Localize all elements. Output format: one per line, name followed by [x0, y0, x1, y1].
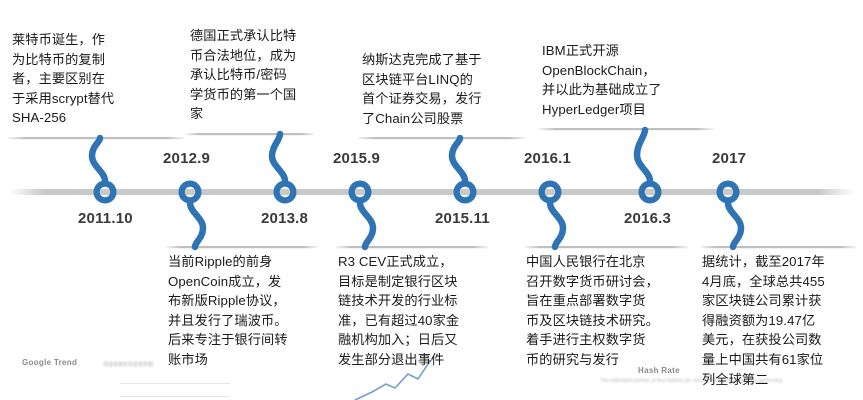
card-separator-top-4 — [538, 128, 714, 131]
hash-rate-caption: The estimated number of tera hashes per … — [600, 378, 783, 384]
google-trend-watermark: Google Trend — [22, 358, 78, 367]
milestone-card-2015-11: 纳斯达克完成了基于 区块链平台LINQ的 首个证券交易，发行 了Chain公司股… — [362, 52, 482, 126]
node-marker-2015-11[interactable] — [453, 180, 477, 204]
milestone-card-2011-10: 莱特币诞生，作 为比特币的复制 者，主要区别在 于采用scrypt替代 SHA-… — [12, 32, 115, 126]
timeline-rail — [10, 189, 853, 195]
node-marker-2016-3[interactable] — [638, 180, 662, 204]
node-marker-2013-8[interactable] — [273, 180, 297, 204]
hash-rate-watermark: Hash Rate — [638, 366, 680, 375]
milestone-card-2015-9: R3 CEV正式成立， 目标是制定银行区块 链技术开发的行业标 准，已有超过40… — [338, 254, 460, 367]
connector-2012-9 — [186, 199, 207, 251]
card-separator-top-1 — [8, 137, 184, 140]
date-label-2015-11: 2015.11 — [435, 210, 490, 227]
date-label-2011-10: 2011.10 — [78, 210, 133, 227]
milestone-card-2016-3: IBM正式开源 OpenBlockChain， 并以此为基础成立了 HyperL… — [542, 43, 662, 117]
card-separator-bot-3 — [524, 246, 688, 249]
milestone-card-2016-1: 中国人民银行在北京 召开数字货币研讨会， 旨在重点部署数字货 币及区块链技术研究… — [526, 254, 659, 367]
connector-2016-3 — [633, 126, 654, 185]
date-label-2016-1: 2016.1 — [524, 150, 572, 167]
connector-2016-1 — [546, 199, 567, 251]
google-trend-gridline-2 — [120, 396, 230, 397]
connector-2015-9 — [356, 199, 377, 251]
node-marker-2017[interactable] — [716, 180, 740, 204]
milestone-card-2017: 据统计，截至2017年 4月底，全球总共455 家区块链公司累计获 得融资额为1… — [702, 254, 825, 387]
node-marker-2015-9[interactable] — [348, 180, 372, 204]
date-label-2012-9: 2012.9 — [163, 150, 211, 167]
date-label-2017: 2017 — [712, 150, 747, 167]
node-marker-2011-10[interactable] — [93, 180, 117, 204]
connector-2017 — [724, 199, 745, 251]
connector-2015-11 — [448, 134, 469, 185]
google-trend-caption: 网络搜索的热度趋势图 — [103, 362, 154, 368]
card-separator-bot-1 — [166, 246, 318, 249]
node-marker-2016-1[interactable] — [538, 180, 562, 204]
date-label-2015-9: 2015.9 — [333, 150, 381, 167]
milestone-card-2013-8: 德国正式承认比特 币合法地位，成为 承认比特币/密码 学货币的第一个国 家 — [190, 28, 297, 122]
milestone-card-2012-9: 当前Ripple的前身 OpenCoin成立，发 布新版Ripple协议， 并且… — [168, 254, 288, 367]
node-marker-2012-9[interactable] — [178, 180, 202, 204]
date-label-2013-8: 2013.8 — [261, 210, 309, 227]
date-label-2016-3: 2016.3 — [624, 210, 672, 227]
card-separator-bot-2 — [336, 246, 488, 249]
connector-2013-8 — [268, 130, 289, 185]
card-separator-top-3 — [358, 137, 526, 140]
google-trend-gridline-1 — [120, 383, 230, 384]
connector-2011-10 — [88, 134, 109, 185]
card-separator-top-2 — [186, 133, 314, 136]
card-separator-bot-4 — [700, 246, 856, 249]
